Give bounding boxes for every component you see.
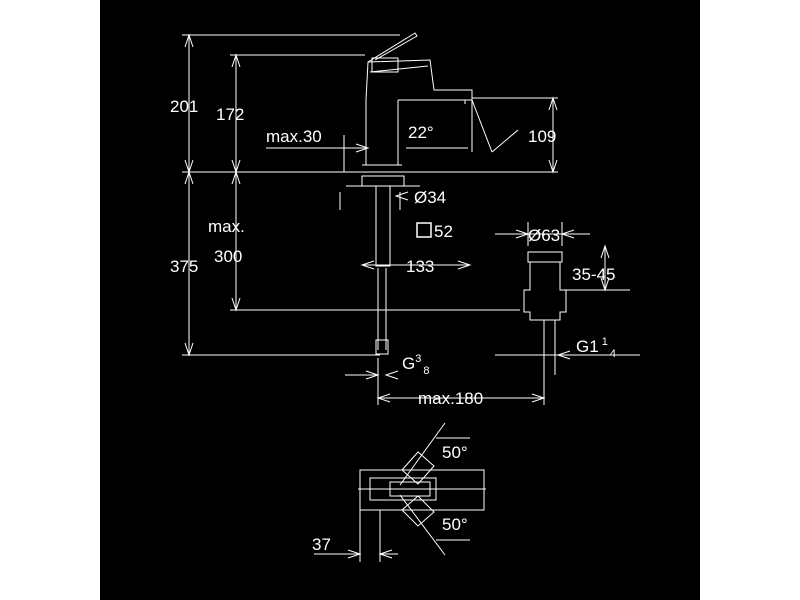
arrow-133-left	[360, 260, 375, 270]
angle-arrow-line	[491, 129, 519, 153]
arrow-34	[394, 191, 409, 201]
plan-rotation-bottom	[401, 495, 435, 527]
label-375: 375	[170, 257, 198, 276]
label-max30: max.30	[266, 127, 322, 146]
label-g38-main: G	[402, 354, 415, 373]
label-g38-num: 3	[415, 353, 421, 365]
label-50deg-bottom: 50°	[442, 515, 468, 534]
label-max180: max.180	[418, 389, 483, 408]
arrow-g38-left	[384, 370, 399, 380]
faucet-spout	[365, 59, 473, 101]
label-35-45: 35-45	[572, 265, 615, 284]
label-g38-den: 8	[423, 365, 429, 377]
label-109: 109	[528, 127, 556, 146]
label-g38: G38	[402, 353, 429, 377]
plan-body	[359, 469, 485, 511]
plan-rot-line-top	[399, 422, 446, 486]
plan-rot-line-bottom	[399, 494, 446, 556]
label-g114-den: 4	[610, 348, 616, 360]
supply-fitting	[375, 339, 389, 355]
label-g114-num: 1	[602, 336, 608, 348]
label-g114-main: G1	[576, 337, 599, 356]
mount-shank	[375, 185, 391, 267]
square-icon	[416, 222, 432, 238]
angle-line-a	[471, 99, 493, 153]
faucet-lever-knob	[371, 57, 399, 73]
arrow-109-top	[548, 96, 558, 111]
label-22deg: 22°	[408, 123, 434, 142]
arrow-180-left	[376, 393, 391, 403]
label-37: 37	[312, 535, 331, 554]
arrow-180-right	[531, 393, 546, 403]
label-o63: Ø63	[528, 226, 560, 245]
label-300: 300	[214, 247, 242, 266]
label-133: 133	[406, 257, 434, 276]
label-172: 172	[216, 105, 244, 124]
waste-top	[527, 251, 563, 263]
label-max: max.	[208, 217, 245, 236]
arrow-109-bottom	[548, 159, 558, 174]
plan-rotation-top	[401, 451, 435, 485]
faucet-lever	[367, 32, 429, 73]
arrow-3545-top	[600, 244, 610, 259]
technical-drawing: 201 172 max.30 22° 109 Ø34 max. 300 375 …	[100, 0, 700, 600]
arrow-g114	[556, 350, 571, 360]
faucet-dimension-drawing: 201 172 max.30 22° 109 Ø34 max. 300 375 …	[170, 32, 640, 562]
label-o34: Ø34	[414, 188, 446, 207]
arrow-133-right	[457, 260, 472, 270]
label-50deg-top: 50°	[442, 443, 468, 462]
mount-flange	[361, 175, 405, 187]
faucet-body	[365, 100, 399, 166]
arrow-max30	[355, 143, 370, 153]
waste-body	[523, 262, 567, 321]
label-201: 201	[170, 97, 198, 116]
label-52: 52	[434, 222, 453, 241]
